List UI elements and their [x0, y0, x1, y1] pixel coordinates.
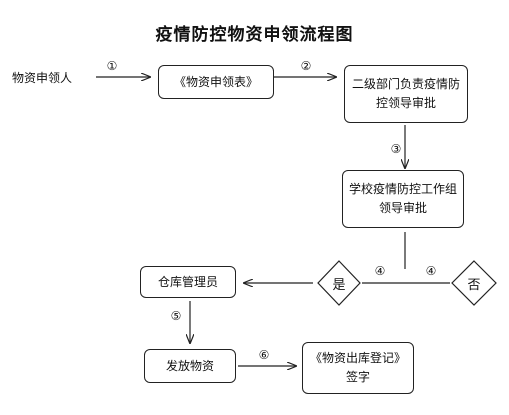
step-warehouse-keeper-label: 仓库管理员 [157, 274, 218, 289]
step-number-4-no: ④ [425, 264, 437, 278]
step-number-6: ⑥ [258, 348, 270, 362]
step-department-approval: 二级部门负责疫情防控领导审批 [344, 65, 468, 123]
step-number-3: ③ [390, 142, 402, 156]
step-warehouse-keeper: 仓库管理员 [140, 266, 236, 298]
decision-yes-diamond [317, 260, 361, 306]
decision-yes-label: 是 [332, 278, 346, 293]
decision-no-label: 否 [467, 278, 481, 293]
page-title: 疫情防控物资申领流程图 [155, 25, 354, 45]
step-number-4-yes: ④ [374, 264, 386, 278]
step-school-approval-label: 学校疫情防控工作组领导审批 [349, 182, 458, 215]
applicant-label: 物资申领人 [12, 71, 73, 85]
step-application-form-label: 《物资申领表》 [173, 74, 258, 89]
step-school-approval: 学校疫情防控工作组领导审批 [342, 170, 464, 228]
step-department-approval-label: 二级部门负责疫情防控领导审批 [351, 77, 460, 110]
step-distribute-supplies-label: 发放物资 [165, 358, 214, 373]
step-number-5: ⑤ [170, 309, 182, 323]
decision-no-diamond [451, 260, 497, 306]
step-number-2: ② [300, 59, 312, 73]
step-distribute-supplies: 发放物资 [144, 349, 236, 383]
step-application-form: 《物资申领表》 [158, 65, 274, 99]
step-outbound-register: 《物资出库登记》签字 [302, 342, 414, 394]
step-outbound-register-label: 《物资出库登记》签字 [309, 351, 406, 384]
step-number-1: ① [106, 59, 118, 73]
